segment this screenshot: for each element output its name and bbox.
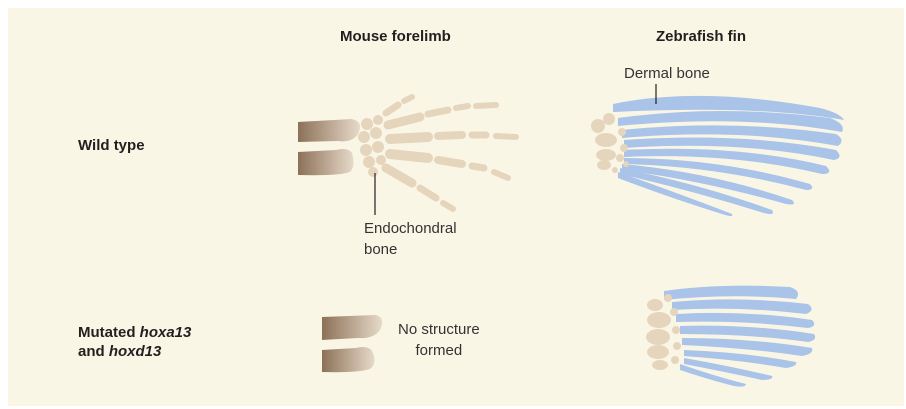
row-label-mutated: Mutated hoxa13 and hoxd13 [78, 323, 191, 361]
dermal-bone-label: Dermal bone [624, 63, 710, 84]
row-label-wild-type: Wild type [78, 136, 145, 155]
wildtype-mouse-forelimb [298, 97, 516, 215]
ulna-bone [298, 149, 354, 175]
mutant-zebrafish-fin [646, 286, 815, 387]
endochondral-bone-label-line2: bone [364, 239, 457, 260]
radius-bone [298, 119, 360, 142]
mutant-mouse-forelimb [322, 315, 382, 372]
wildtype-zebrafish-fin [591, 84, 844, 216]
row-label-mutated-prefix: Mutated [78, 324, 140, 341]
row-label-mutated-and: and [78, 343, 109, 360]
row-label-mutated-line2: and hoxd13 [78, 342, 191, 361]
no-structure-label: No structure formed [398, 319, 480, 361]
row-label-gene-hoxd13: hoxd13 [109, 343, 162, 360]
mutant-radius-bone [322, 315, 382, 340]
no-structure-label-line1: No structure [398, 319, 480, 340]
endochondral-bone-label-line1: Endochondral [364, 218, 457, 239]
no-structure-label-line2: formed [398, 340, 480, 361]
endochondral-bone-label: Endochondral bone [364, 218, 457, 260]
row-label-mutated-line1: Mutated hoxa13 [78, 323, 191, 342]
row-label-gene-hoxa13: hoxa13 [140, 324, 192, 341]
mutant-ulna-bone [322, 347, 375, 372]
column-header-mouse: Mouse forelimb [340, 28, 451, 45]
column-header-zebrafish: Zebrafish fin [656, 28, 746, 45]
